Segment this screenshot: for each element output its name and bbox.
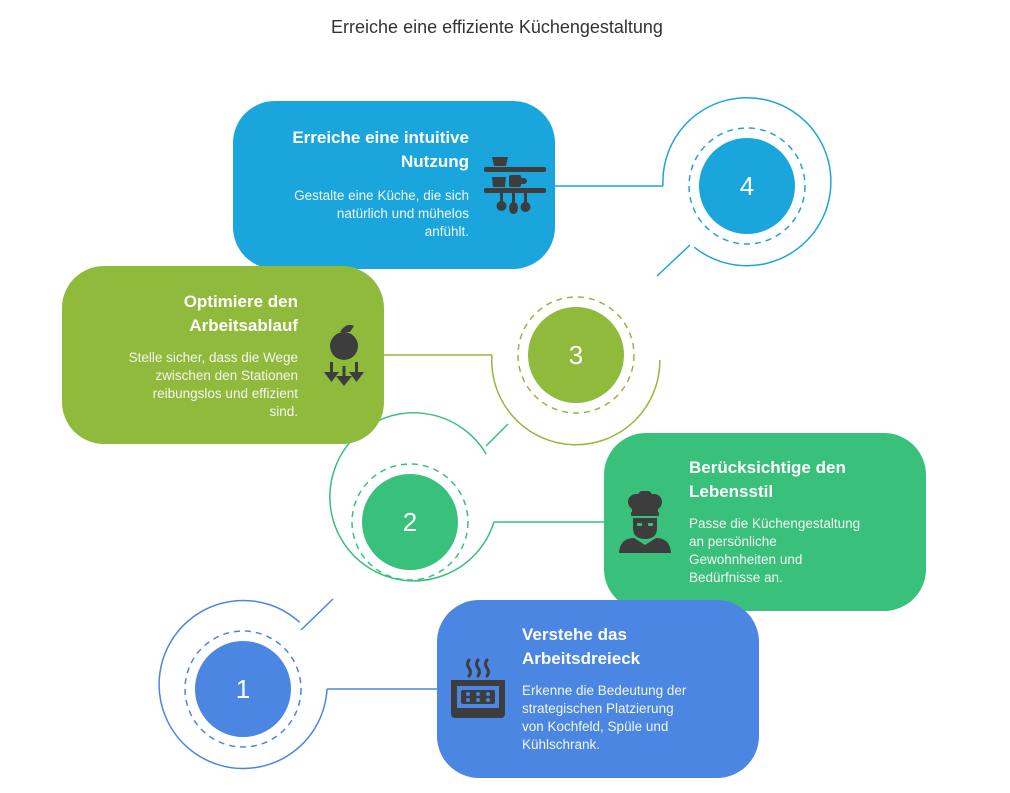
ring-3 xyxy=(491,354,661,446)
step-2-title-line2: Lebensstil xyxy=(689,482,774,501)
step-3-title-line2: Arbeitsablauf xyxy=(189,316,298,335)
step-3-title: Optimiere den Arbeitsablauf xyxy=(68,290,298,338)
step-4-title: Erreiche eine intuitive Nutzung xyxy=(239,126,469,174)
dashed-ring-1 xyxy=(184,630,302,748)
diagram-title: Erreiche eine effiziente Küchengestaltun… xyxy=(331,17,663,37)
step-3-description: Stelle sicher, dass die Wege zwischen de… xyxy=(128,350,298,419)
dashed-ring-3 xyxy=(517,296,635,414)
step-node-3: 3 xyxy=(528,307,624,403)
chef-icon xyxy=(619,491,671,553)
step-1-description: Erkenne die Bedeutung der strategischen … xyxy=(522,683,687,752)
ring-4 xyxy=(662,96,832,267)
dashed-ring-2 xyxy=(351,463,469,581)
step-4-title-line2: Nutzung xyxy=(401,152,469,171)
link-4-to-3 xyxy=(656,244,691,277)
step-card-3: Optimiere den Arbeitsablauf Stelle siche… xyxy=(62,266,384,444)
dashed-ring-4 xyxy=(688,127,806,245)
link-2-to-3 xyxy=(485,423,509,447)
step-card-2: Berücksichtige den Lebensstil Passe die … xyxy=(604,433,926,611)
stove-oven-icon xyxy=(451,658,505,718)
step-2-title: Berücksichtige den Lebensstil xyxy=(689,456,919,504)
step-4-description: Gestalte eine Küche, die sich natürlich … xyxy=(294,188,469,239)
step-node-1: 1 xyxy=(195,641,291,737)
pot-arrows-icon xyxy=(324,324,364,386)
step-2-title-line1: Berücksichtige den xyxy=(689,458,846,477)
step-2-description: Passe die Küchengestaltung an persönlich… xyxy=(689,516,861,585)
link-1-to-2 xyxy=(300,598,334,631)
step-3-title-line1: Optimiere den xyxy=(183,292,298,311)
step-1-title-line2: Arbeitsdreieck xyxy=(522,649,641,668)
kitchen-shelf-icon xyxy=(484,157,546,214)
step-1-title-line1: Verstehe das xyxy=(522,625,627,644)
step-node-4: 4 xyxy=(699,138,795,234)
ring-1 xyxy=(158,599,328,770)
step-card-1: Verstehe das Arbeitsdreieck Erkenne die … xyxy=(437,600,759,778)
step-node-2: 2 xyxy=(362,474,458,570)
step-card-4: Erreiche eine intuitive Nutzung Gestalte… xyxy=(233,101,555,269)
step-4-title-line1: Erreiche eine intuitive xyxy=(292,128,469,147)
ring-2 xyxy=(329,412,495,582)
step-1-title: Verstehe das Arbeitsdreieck xyxy=(522,623,752,671)
